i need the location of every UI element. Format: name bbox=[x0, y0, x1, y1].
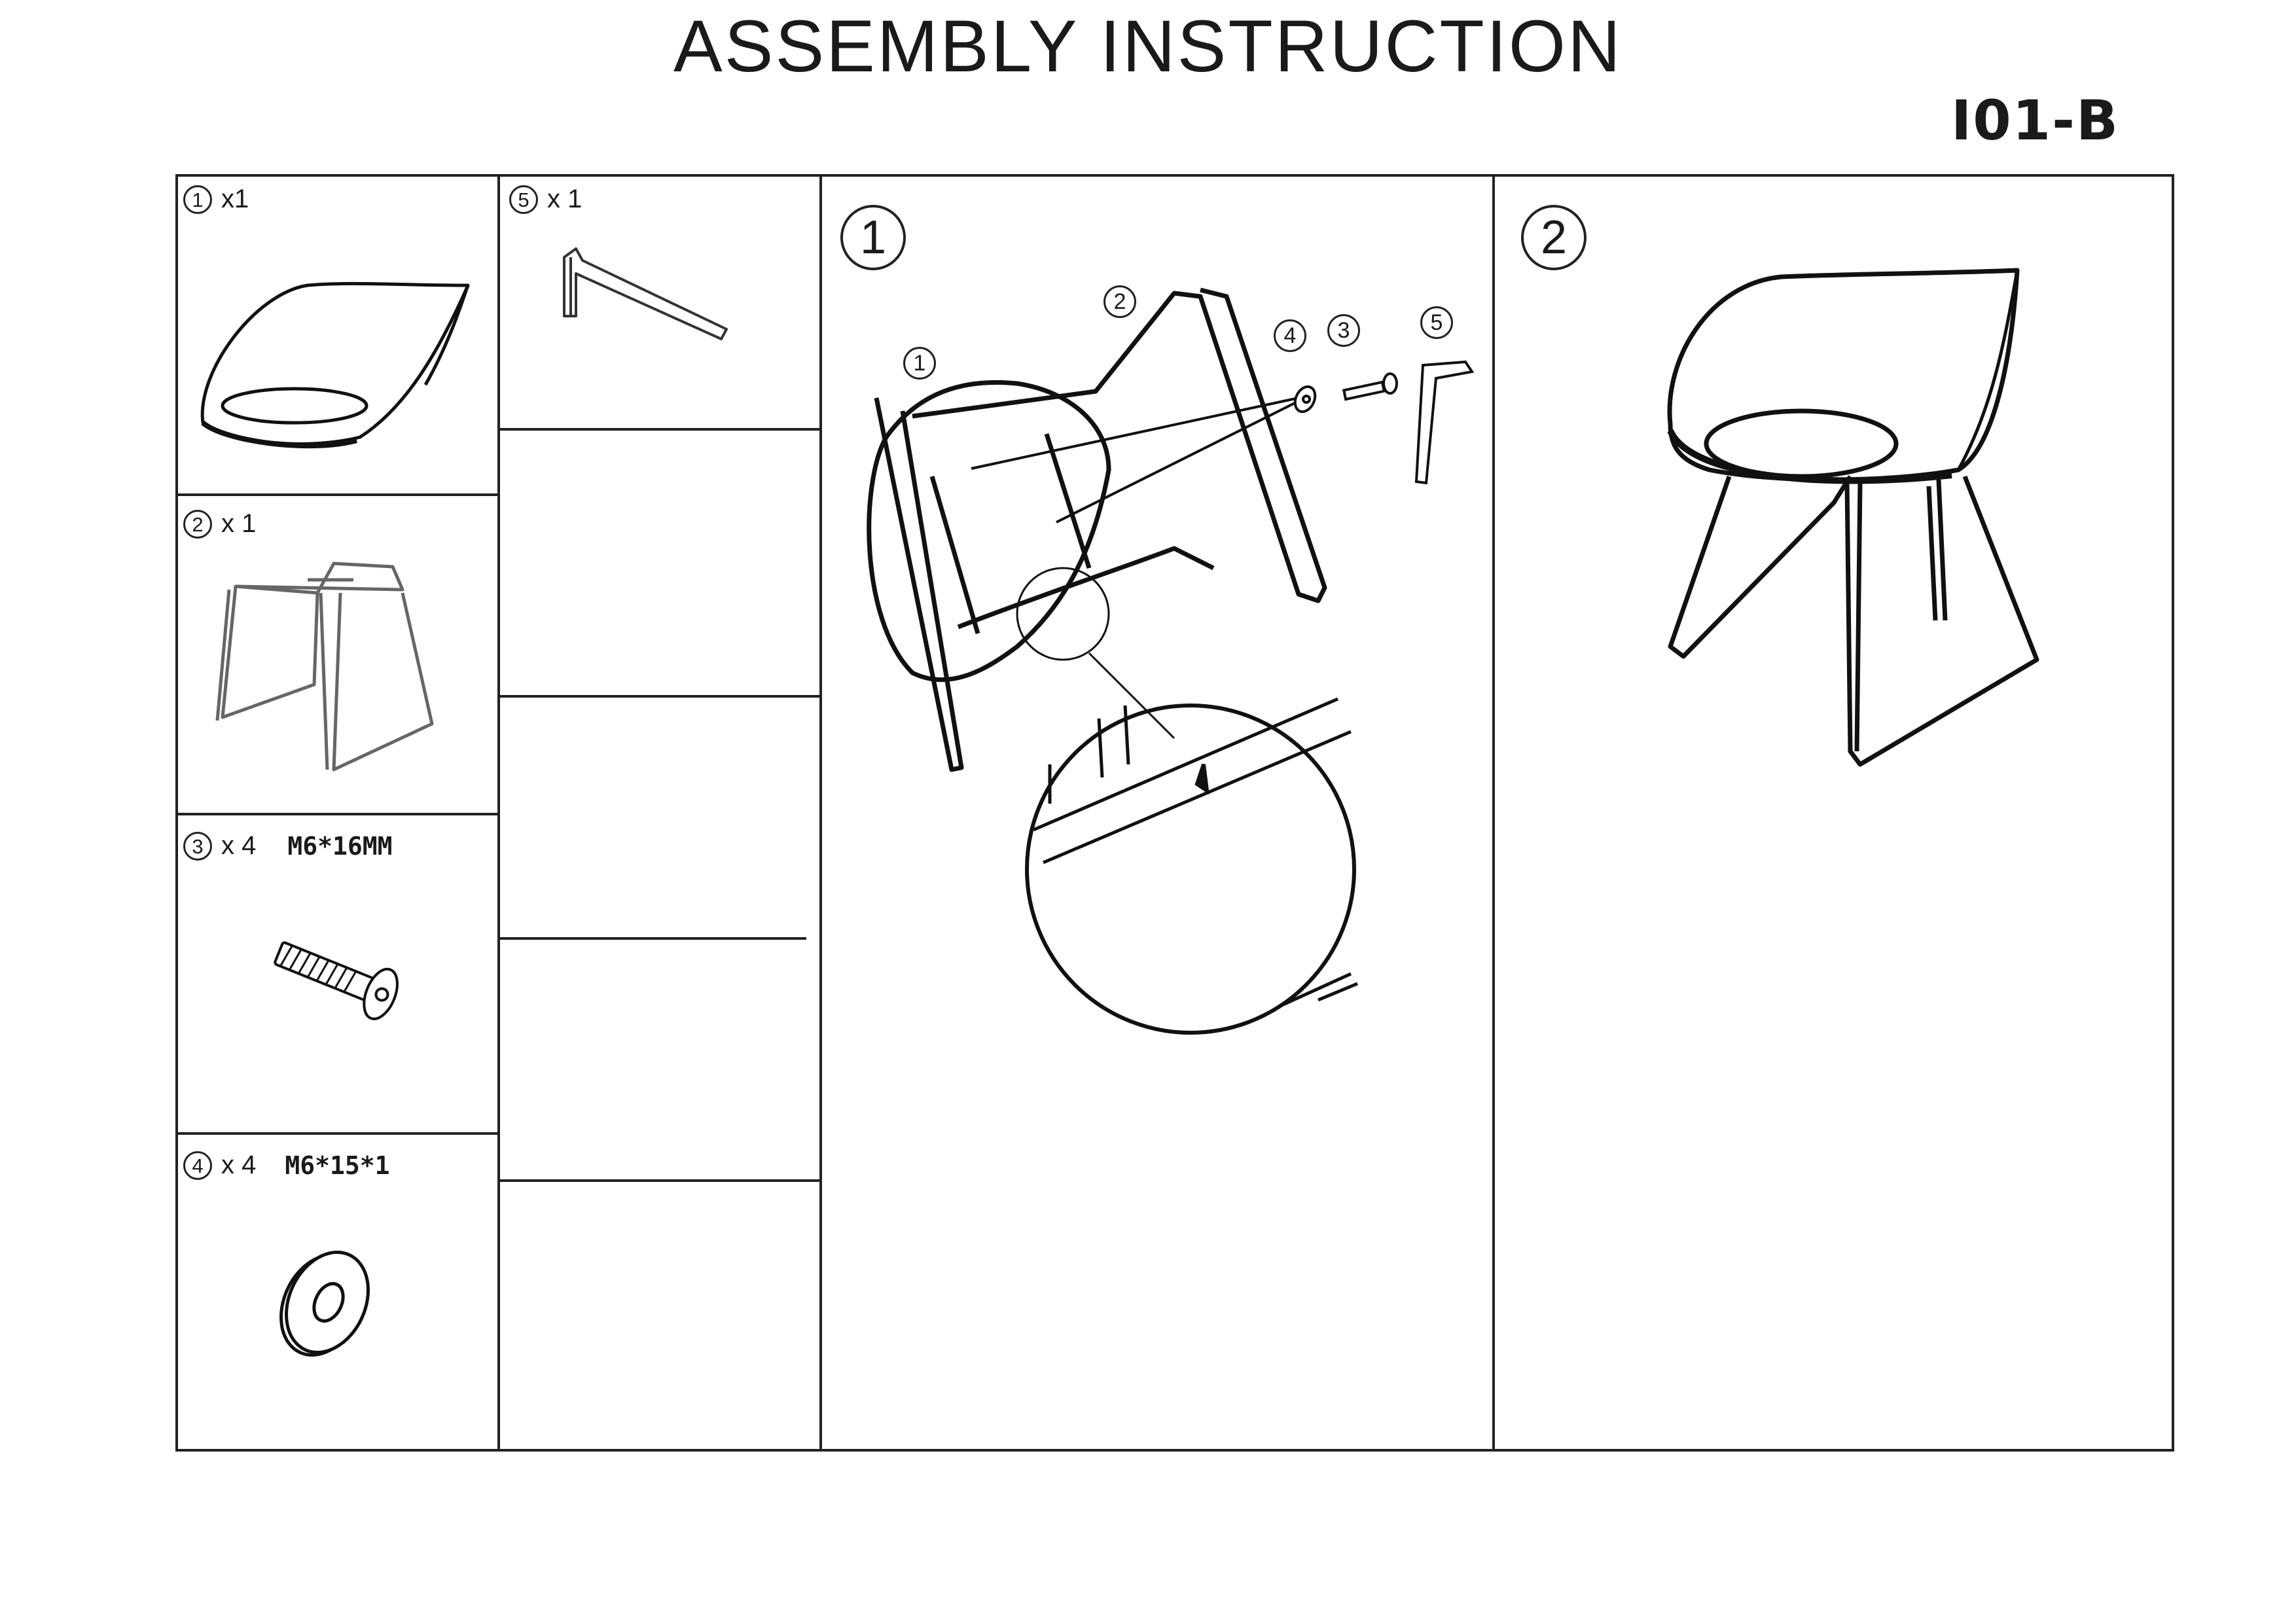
part-quantity: x 4 bbox=[221, 831, 257, 860]
step-2-panel: 2 bbox=[1494, 175, 2173, 1450]
part-number-badge: 1 bbox=[183, 185, 212, 214]
sled-frame-icon bbox=[215, 562, 434, 772]
part-number-badge: 2 bbox=[183, 509, 212, 539]
part-label-washer: 4 x 4 M6*15*1 bbox=[183, 1150, 390, 1180]
step-number: 1 bbox=[840, 205, 906, 270]
assembled-chair-icon bbox=[1667, 268, 2039, 767]
part-cell-washer: 4 x 4 M6*15*1 bbox=[177, 1133, 499, 1450]
model-number: I01-B bbox=[1950, 88, 2119, 152]
part-quantity: x 1 bbox=[547, 185, 583, 213]
part-label-seat-shell: 1 x1 bbox=[183, 185, 249, 214]
part-cell-bolt: 3 x 4 M6*16MM bbox=[177, 814, 499, 1133]
part-quantity: x 4 bbox=[221, 1150, 257, 1179]
callout-bolt: 3 bbox=[1327, 314, 1360, 347]
part-number-badge: 5 bbox=[509, 185, 538, 214]
document-title: ASSEMBLY INSTRUCTION bbox=[673, 5, 1623, 87]
callout-washer: 4 bbox=[1274, 319, 1306, 352]
part-cell-sled-frame: 2 x 1 bbox=[177, 495, 499, 814]
part-label-bolt: 3 x 4 M6*16MM bbox=[183, 831, 393, 861]
assembly-illustration bbox=[867, 287, 1475, 1035]
part-label-allen-key: 5 x 1 bbox=[509, 185, 582, 214]
bolt-icon bbox=[274, 941, 399, 1020]
part-cell-seat-shell: 1 x1 bbox=[177, 175, 499, 495]
allen-key-icon bbox=[563, 247, 728, 340]
callout-sled-frame: 2 bbox=[1103, 285, 1136, 318]
part-label-sled-frame: 2 x 1 bbox=[183, 509, 256, 539]
step-number: 2 bbox=[1521, 205, 1587, 270]
part-spec: M6*16MM bbox=[287, 831, 393, 861]
part-quantity: x1 bbox=[221, 185, 249, 213]
part-number-badge: 3 bbox=[183, 831, 212, 861]
callout-allen-key: 5 bbox=[1420, 306, 1453, 339]
part-quantity: x 1 bbox=[221, 509, 257, 538]
part-spec: M6*15*1 bbox=[285, 1150, 390, 1180]
seat-shell-icon bbox=[200, 281, 470, 449]
step-1-panel: 1 1 2 4 3 5 bbox=[821, 175, 1494, 1450]
washer-icon bbox=[279, 1250, 370, 1357]
callout-seat-shell: 1 bbox=[903, 347, 936, 380]
part-number-badge: 4 bbox=[183, 1150, 212, 1180]
part-cell-allen-key: 5 x 1 bbox=[499, 175, 821, 429]
